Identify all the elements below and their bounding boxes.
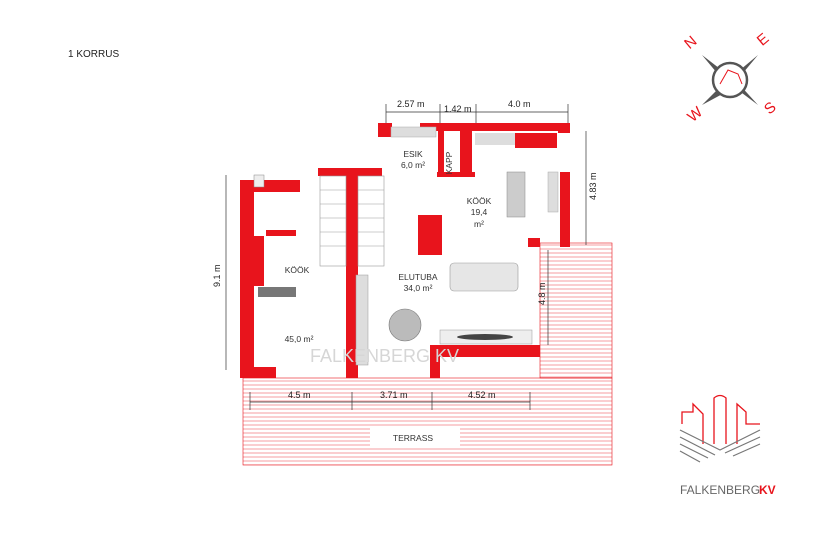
compass-needles-icon	[702, 55, 758, 105]
floor-title: 1 KORRUS	[68, 49, 119, 60]
room-area-left: 45,0 m²	[285, 334, 314, 344]
stove	[258, 287, 296, 297]
compass-n: N	[681, 33, 700, 53]
dim-bottom-right: 4.52 m	[468, 390, 496, 400]
dimension-lines	[225, 104, 587, 410]
logo-brand: FALKENBERG	[680, 483, 760, 497]
compass: N E S W	[681, 30, 779, 126]
compass-s: S	[761, 99, 780, 118]
round-table	[388, 308, 422, 342]
dim-top-right: 4.0 m	[508, 99, 531, 109]
dining-table	[506, 171, 526, 218]
dim-bottom-mid: 3.71 m	[380, 390, 408, 400]
dim-top-mid: 1.42 m	[444, 104, 472, 114]
staircase	[319, 175, 385, 267]
room-label-kitchen-right: KÖÖK	[467, 196, 492, 206]
walls	[240, 123, 570, 378]
room-area-living: 34,0 m²	[404, 283, 433, 293]
room-area-kitchen-right: 19,4	[471, 207, 488, 217]
dim-right-upper: 4.83 m	[588, 172, 598, 200]
dim-right-lower: 4.8 m	[537, 282, 547, 305]
sofa	[449, 262, 519, 292]
falkenberg-logo: FALKENBERG KV	[679, 394, 776, 497]
room-label-esik: ESIK	[403, 149, 423, 159]
dim-left: 9.1 m	[212, 264, 222, 287]
room-label-terrace: TERRASS	[393, 433, 433, 443]
compass-w: W	[684, 103, 706, 126]
watermark: FALKENBERG KV	[310, 346, 459, 366]
room-label-living: ELUTUBA	[398, 272, 438, 282]
compass-e: E	[754, 30, 773, 49]
dim-top-left: 2.57 m	[397, 99, 425, 109]
toilet	[253, 174, 265, 188]
compass-ring-icon	[711, 61, 749, 99]
logo-suffix: KV	[759, 483, 776, 497]
furniture	[253, 126, 559, 366]
room-label-kitchen-left: KÖÖK	[285, 265, 310, 275]
room-area-esik: 6,0 m²	[401, 160, 425, 170]
room-label-kapp: KAPP	[444, 151, 454, 174]
dim-bottom-left: 4.5 m	[288, 390, 311, 400]
terrace: TERRASS	[242, 242, 613, 466]
room-area-unit-kitchen-right: m²	[474, 219, 484, 229]
